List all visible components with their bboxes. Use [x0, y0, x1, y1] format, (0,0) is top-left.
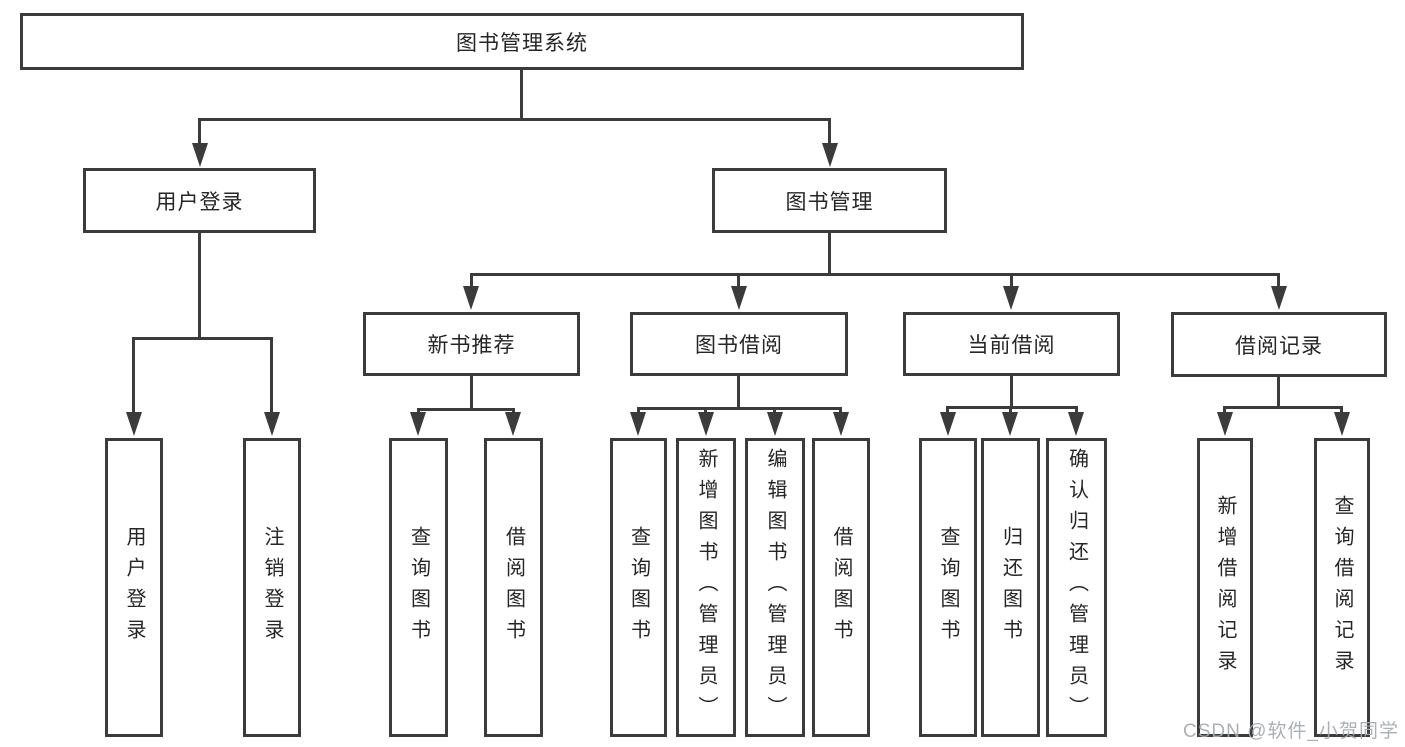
- leaf-label: 新增借阅记录: [1214, 494, 1236, 681]
- connector-drop-bb-borrow: [839, 407, 842, 414]
- arrow-down-icon: [264, 412, 280, 436]
- connector-drop-cb-query: [946, 406, 949, 414]
- node-label: 图书管理: [785, 190, 874, 214]
- leaf-label: 查询图书: [937, 525, 959, 650]
- connector-level2-branch: [198, 118, 831, 121]
- connector-book-mgmt-trunk: [828, 233, 831, 273]
- arrow-down-icon: [126, 412, 142, 436]
- arrow-down-icon: [698, 412, 714, 436]
- arrow-down-icon: [630, 412, 646, 436]
- leaf-label: 归还图书: [999, 525, 1022, 650]
- connector-borrow-record-trunk: [1277, 377, 1280, 406]
- connector-user-login-trunk: [198, 233, 201, 337]
- connector-drop-user-login: [198, 118, 201, 145]
- connector-current-borrow-trunk: [1010, 376, 1013, 406]
- node-book-management: 图书管理: [712, 168, 947, 233]
- leaf-bb-edit-books-admin: 编辑图书（管理员）: [745, 438, 805, 737]
- arrow-down-icon: [731, 286, 747, 310]
- leaf-bb-query-books: 查询图书: [610, 438, 667, 737]
- leaf-label: 查询图书: [627, 525, 650, 650]
- leaf-bb-add-books-admin: 新增图书（管理员）: [676, 438, 736, 737]
- connector-new-book-rec-branch: [417, 408, 515, 411]
- node-label: 图书借阅: [695, 334, 783, 357]
- leaf-nb-query-books: 查询图书: [389, 438, 448, 737]
- leaf-label: 确认归还（管理员）: [1065, 448, 1088, 727]
- arrow-down-icon: [822, 143, 838, 167]
- node-current-borrowing: 当前借阅: [903, 312, 1120, 376]
- node-new-book-recommend: 新书推荐: [363, 312, 580, 376]
- node-library-management-system: 图书管理系统: [20, 13, 1024, 70]
- node-label: 借阅记录: [1235, 334, 1323, 358]
- arrow-down-icon: [1003, 286, 1019, 310]
- connector-level3-branch: [470, 273, 1280, 276]
- connector-drop-bb-query: [637, 407, 640, 414]
- connector-drop-book-mgmt: [828, 118, 831, 145]
- connector-drop-ul-logout: [270, 337, 273, 413]
- csdn-watermark: CSDN @软件_小贺同学: [1183, 721, 1399, 742]
- connector-drop-br-query: [1340, 406, 1343, 414]
- connector-borrow-record-branch: [1223, 406, 1343, 409]
- connector-user-login-branch: [133, 337, 273, 340]
- connector-drop-br-add: [1223, 406, 1226, 414]
- arrow-down-icon: [1068, 412, 1084, 436]
- leaf-label: 注销登录: [261, 525, 283, 650]
- leaf-logout: 注销登录: [243, 438, 301, 737]
- arrow-down-icon: [1271, 286, 1287, 310]
- node-borrowing-records: 借阅记录: [1171, 312, 1387, 377]
- connector-book-borrow-trunk: [737, 376, 740, 407]
- leaf-label: 借阅图书: [502, 525, 525, 650]
- connector-drop-nb-query: [417, 408, 420, 414]
- leaf-br-add-record: 新增借阅记录: [1197, 438, 1253, 737]
- node-label: 当前借阅: [967, 334, 1056, 357]
- arrow-down-icon: [833, 412, 849, 436]
- connector-book-borrow-branch: [637, 407, 842, 410]
- node-user-login: 用户登录: [83, 168, 316, 233]
- arrow-down-icon: [940, 412, 956, 436]
- leaf-label: 借阅图书: [830, 525, 852, 650]
- node-book-borrowing: 图书借阅: [630, 312, 848, 376]
- arrow-down-icon: [505, 412, 521, 436]
- arrow-down-icon: [192, 143, 208, 167]
- leaf-label: 新增图书（管理员）: [695, 448, 717, 727]
- connector-drop-bb-add: [704, 407, 707, 414]
- node-label: 新书推荐: [427, 334, 516, 357]
- arrow-down-icon: [1334, 412, 1350, 436]
- connector-drop-bb-edit: [773, 407, 776, 414]
- connector-root-trunk: [520, 70, 523, 118]
- arrow-down-icon: [1002, 412, 1018, 436]
- connector-drop-new-book-rec: [470, 273, 473, 288]
- arrow-down-icon: [767, 412, 783, 436]
- connector-drop-book-borrow: [737, 273, 740, 288]
- connector-new-book-rec-trunk: [470, 376, 473, 408]
- leaf-cb-confirm-return-admin: 确认归还（管理员）: [1046, 438, 1107, 737]
- connector-drop-nb-borrow: [512, 408, 515, 414]
- leaf-label: 查询借阅记录: [1331, 494, 1353, 681]
- leaf-label: 查询图书: [407, 525, 430, 650]
- leaf-label: 用户登录: [123, 525, 145, 650]
- connector-drop-borrow-record: [1277, 273, 1280, 288]
- connector-drop-cb-confirm: [1075, 406, 1078, 414]
- leaf-cb-query-books: 查询图书: [919, 438, 977, 737]
- leaf-cb-return-books: 归还图书: [981, 438, 1040, 737]
- leaf-bb-borrow-books: 借阅图书: [812, 438, 870, 737]
- connector-drop-ul-login: [132, 337, 135, 413]
- leaf-br-query-record: 查询借阅记录: [1314, 438, 1370, 737]
- arrow-down-icon: [1217, 412, 1233, 436]
- connector-drop-cb-return: [1009, 406, 1012, 414]
- leaf-user-login: 用户登录: [105, 438, 163, 737]
- connector-drop-current-borrow: [1010, 273, 1013, 288]
- leaf-label: 编辑图书（管理员）: [764, 448, 786, 727]
- connector-current-borrow-branch: [946, 406, 1078, 409]
- node-label: 用户登录: [155, 190, 244, 214]
- arrow-down-icon: [410, 412, 426, 436]
- leaf-nb-borrow-books: 借阅图书: [484, 438, 543, 737]
- node-label: 图书管理系统: [456, 31, 588, 55]
- arrow-down-icon: [463, 286, 479, 310]
